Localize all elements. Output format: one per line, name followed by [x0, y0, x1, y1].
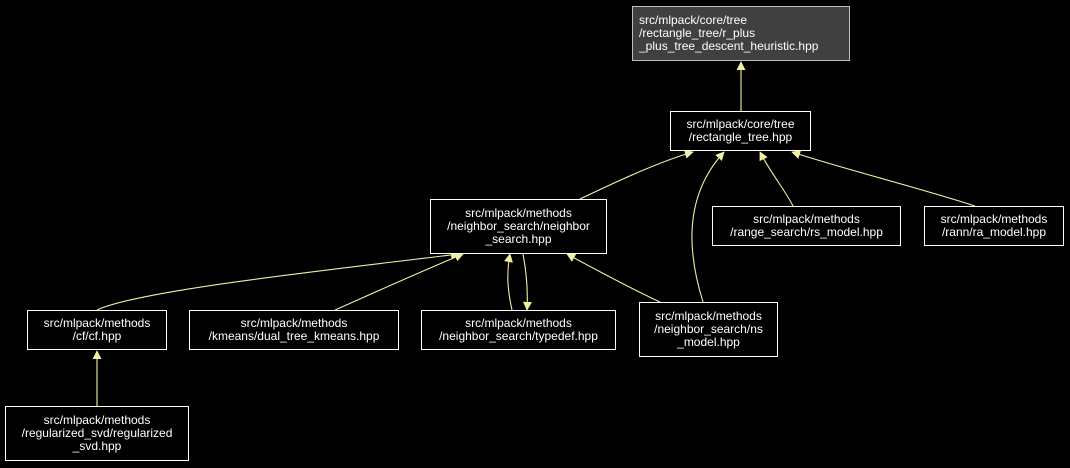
node-r-plus-plus-tree-descent-heuristic[interactable]: src/mlpack/core/tree /rectangle_tree/r_p…: [632, 6, 850, 61]
node-line: src/mlpack/methods: [753, 212, 860, 226]
node-line: /neighbor_search/neighbor: [447, 219, 590, 233]
node-ra-model[interactable]: src/mlpack/methods /rann/ra_model.hpp: [924, 206, 1064, 246]
edge-cf-to-neighbor-search: [96, 250, 460, 311]
node-ns-model[interactable]: src/mlpack/methods /neighbor_search/ns _…: [639, 302, 778, 357]
node-line: src/mlpack/methods: [240, 316, 348, 330]
edge-neighbor-search-to-rectangle-tree: [579, 149, 694, 200]
node-line: /rectangle_tree.hpp: [688, 130, 793, 144]
node-typedef[interactable]: src/mlpack/methods /neighbor_search/type…: [421, 310, 616, 350]
node-line: /regularized_svd/regularized: [21, 426, 173, 440]
node-rectangle-tree[interactable]: src/mlpack/core/tree /rectangle_tree.hpp: [670, 111, 811, 151]
edge-neighbor-search-to-typedef: [522, 253, 532, 311]
node-line: src/mlpack/methods: [465, 316, 572, 330]
edge-rs-model-to-rectangle-tree: [759, 151, 794, 207]
node-line: /neighbor_search/ns: [654, 322, 763, 336]
node-regularized-svd[interactable]: src/mlpack/methods /regularized_svd/regu…: [5, 406, 189, 461]
node-line: src/mlpack/methods: [43, 413, 151, 427]
node-line: src/mlpack/core/tree: [639, 13, 748, 27]
node-line: /neighbor_search/typedef.hpp: [439, 329, 598, 343]
node-line: /cf/cf.hpp: [72, 329, 122, 343]
node-line: _svd.hpp: [72, 439, 122, 453]
node-line: src/mlpack/methods: [465, 206, 572, 220]
node-line: src/mlpack/methods: [655, 309, 762, 323]
node-rs-model[interactable]: src/mlpack/methods /range_search/rs_mode…: [712, 206, 901, 246]
edge-ns-model-to-rectangle-tree: [691, 151, 725, 303]
node-line: _search.hpp: [485, 232, 552, 246]
node-line: _model.hpp: [677, 335, 740, 349]
edge-ns-model-to-neighbor-search: [566, 253, 661, 303]
node-line: /rectangle_tree/r_plus: [639, 26, 756, 40]
node-line: src/mlpack/methods: [43, 316, 151, 330]
node-line: _plus_tree_descent_heuristic.hpp: [639, 39, 819, 53]
node-neighbor-search[interactable]: src/mlpack/methods /neighbor_search/neig…: [430, 199, 607, 254]
node-line: src/mlpack/methods: [940, 212, 1048, 226]
node-line: /kmeans/dual_tree_kmeans.hpp: [208, 329, 380, 343]
node-line: /range_search/rs_model.hpp: [730, 225, 883, 239]
edge-typedef-to-neighbor-search: [504, 253, 513, 311]
edge-ra-model-to-rectangle-tree: [791, 150, 976, 207]
node-cf[interactable]: src/mlpack/methods /cf/cf.hpp: [27, 310, 167, 350]
node-line: /rann/ra_model.hpp: [941, 225, 1047, 239]
edge-dual-tree-kmeans-to-neighbor-search: [334, 252, 464, 311]
node-line: src/mlpack/core/tree: [686, 117, 795, 131]
node-dual-tree-kmeans[interactable]: src/mlpack/methods /kmeans/dual_tree_kme…: [189, 310, 399, 350]
